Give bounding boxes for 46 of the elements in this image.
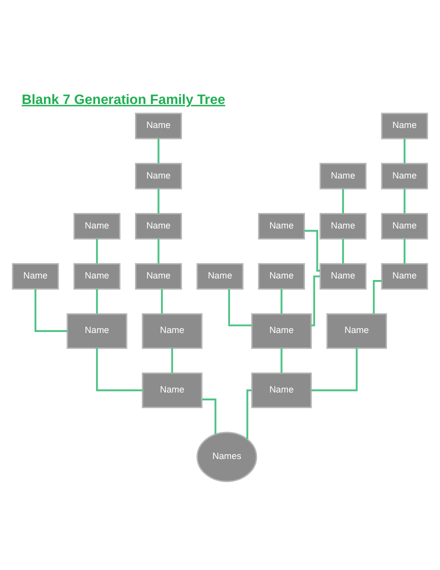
connector	[280, 288, 282, 314]
connector	[311, 348, 358, 391]
node-box: Name	[12, 262, 59, 290]
node-box: Name	[196, 262, 244, 290]
node-box: Name	[251, 372, 312, 408]
node-box: Name	[381, 212, 428, 239]
node-box: Name	[320, 212, 366, 239]
node-ellipse: Names	[196, 431, 258, 482]
node-box: Name	[135, 212, 182, 239]
node-box: Name	[135, 162, 182, 189]
connector	[246, 388, 252, 439]
connector	[280, 348, 282, 372]
connector	[311, 274, 320, 326]
connector	[96, 288, 98, 314]
connector	[171, 348, 174, 372]
node-box: Name	[381, 262, 428, 290]
node-box: Name	[135, 262, 182, 290]
connector	[404, 188, 406, 213]
node-box: Name	[258, 262, 305, 290]
node-box: Name	[258, 212, 305, 239]
connector	[96, 238, 98, 264]
connector	[96, 348, 142, 391]
diagram-title: Blank 7 Generation Family Tree	[22, 91, 226, 106]
node-box: Name	[320, 262, 366, 290]
connector	[342, 238, 344, 264]
connector	[404, 138, 406, 163]
node-box: Name	[142, 312, 202, 348]
node-box: Name	[381, 112, 428, 139]
node-box: Name	[135, 112, 182, 139]
connector	[228, 288, 252, 326]
node-box: Name	[381, 162, 428, 189]
connector	[372, 280, 382, 314]
node-box: Name	[66, 312, 128, 348]
connector	[158, 138, 160, 163]
node-box: Name	[142, 372, 202, 408]
connector	[404, 238, 406, 264]
node-box: Name	[74, 212, 120, 239]
node-box: Name	[251, 312, 312, 348]
connector	[158, 188, 160, 213]
connector	[34, 288, 68, 332]
node-box: Name	[74, 262, 120, 290]
node-box: Name	[326, 312, 387, 348]
connector	[158, 238, 160, 264]
node-box: Name	[320, 162, 366, 189]
connector	[160, 288, 163, 314]
connector	[342, 188, 344, 213]
